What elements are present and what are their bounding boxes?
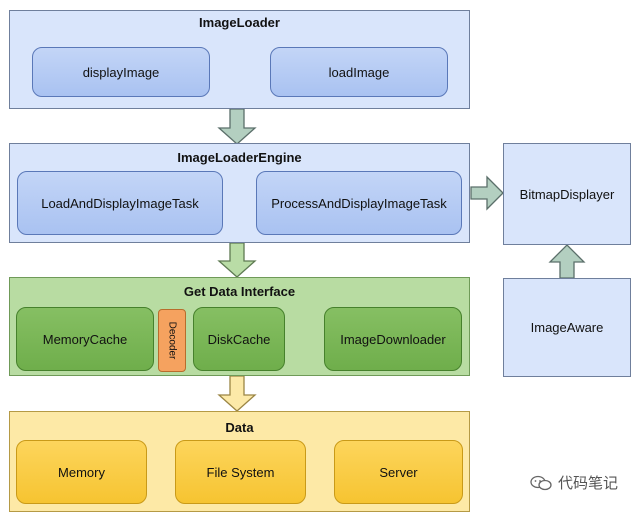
image-aware-box[interactable]: ImageAware — [503, 278, 631, 377]
decoder-label: Decoder — [166, 321, 178, 360]
arrow-getdata-to-data — [217, 375, 257, 412]
imageloader-panel: ImageLoader displayImage loadImage — [9, 10, 470, 109]
arrow-imageaware-to-bitmapdisplayer — [548, 244, 586, 279]
get-data-interface-title: Get Data Interface — [183, 284, 296, 299]
get-data-interface-panel: Get Data Interface MemoryCache Decoder D… — [9, 277, 470, 376]
memory-cache-node[interactable]: MemoryCache — [16, 307, 154, 371]
imageloader-engine-title: ImageLoaderEngine — [177, 150, 302, 165]
arrow-imageloader-to-engine — [217, 108, 257, 145]
server-node[interactable]: Server — [334, 440, 463, 504]
display-image-node[interactable]: displayImage — [32, 47, 210, 97]
data-title: Data — [225, 420, 254, 435]
load-and-display-task-node[interactable]: LoadAndDisplayImageTask — [17, 171, 223, 235]
data-panel: Data Memory File System Server — [9, 411, 470, 512]
arrow-engine-to-bitmapdisplayer — [470, 175, 504, 211]
arrow-engine-to-getdata — [217, 242, 257, 278]
imageloader-engine-panel: ImageLoaderEngine LoadAndDisplayImageTas… — [9, 143, 470, 243]
watermark: 代码笔记 — [530, 472, 618, 493]
image-downloader-node[interactable]: ImageDownloader — [324, 307, 462, 371]
file-system-node[interactable]: File System — [175, 440, 306, 504]
imageloader-title: ImageLoader — [199, 15, 280, 30]
process-and-display-task-node[interactable]: ProcessAndDisplayImageTask — [256, 171, 462, 235]
bitmap-displayer-box[interactable]: BitmapDisplayer — [503, 143, 631, 245]
watermark-text: 代码笔记 — [557, 475, 618, 492]
load-image-node[interactable]: loadImage — [270, 47, 448, 97]
disk-cache-node[interactable]: DiskCache — [193, 307, 285, 371]
memory-node[interactable]: Memory — [16, 440, 147, 504]
decoder-node[interactable]: Decoder — [158, 309, 186, 372]
wechat-icon — [530, 475, 552, 490]
